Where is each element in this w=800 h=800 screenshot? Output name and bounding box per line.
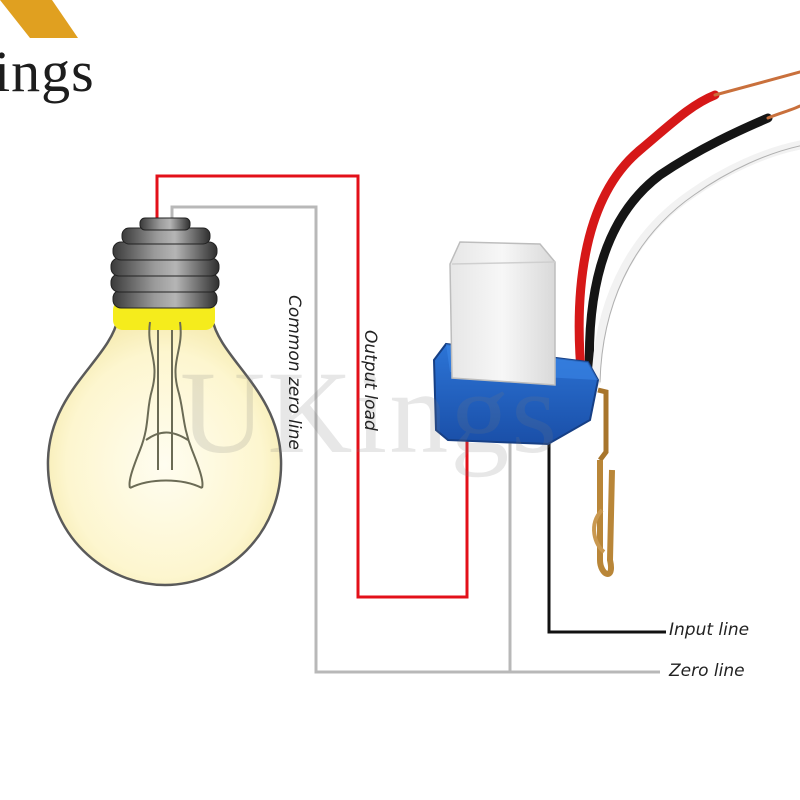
watermark: UKings — [180, 347, 560, 478]
common-zero-wire — [170, 205, 660, 674]
logo-text: ings — [0, 39, 95, 104]
zero-line-label: Zero line — [669, 661, 745, 681]
input-line-label: Input line — [669, 620, 750, 640]
photocell-sensor — [432, 241, 615, 577]
logo-accent-shape — [0, 0, 78, 38]
output-load-label: Output load — [360, 330, 380, 431]
input-line-wire — [547, 440, 660, 634]
common-zero-line-label: Common zero line — [284, 295, 304, 450]
output-load-wire — [155, 174, 469, 599]
sensor-lead-wires — [574, 70, 800, 387]
light-bulb — [46, 217, 283, 587]
